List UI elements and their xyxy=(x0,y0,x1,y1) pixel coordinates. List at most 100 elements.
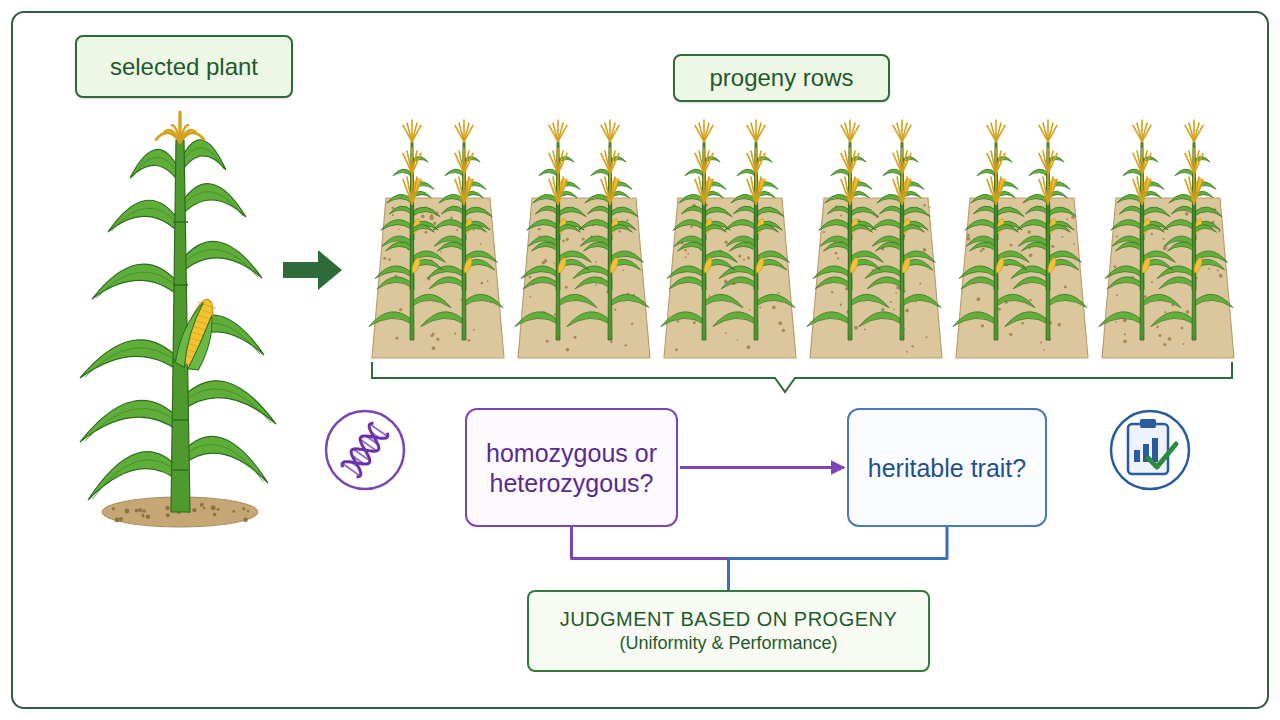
corn-leaf xyxy=(180,184,246,217)
soil-grain xyxy=(582,237,585,240)
soil-grain xyxy=(980,250,983,253)
corn-leaf xyxy=(412,294,451,307)
corn-leaf xyxy=(412,207,440,217)
corn-leaf xyxy=(567,312,610,327)
soil-grain xyxy=(998,308,1001,311)
soil-grain xyxy=(562,239,565,242)
soil-grain xyxy=(1124,333,1126,335)
soil-grain xyxy=(1217,269,1219,271)
corn-leaf xyxy=(130,149,180,184)
soil-grain xyxy=(543,259,547,263)
soil-grain xyxy=(566,238,569,241)
soil-grain xyxy=(981,324,984,327)
corn-leaf xyxy=(610,207,638,217)
soil-grain xyxy=(138,508,142,512)
corn-tassel xyxy=(902,179,911,203)
corn-leaf xyxy=(1151,312,1194,327)
connector xyxy=(572,527,729,590)
soil-grain xyxy=(618,230,620,232)
corn-leaf xyxy=(464,207,492,217)
leaf-vein xyxy=(180,148,224,169)
corn-ear xyxy=(608,257,619,274)
soil-grain xyxy=(1219,274,1223,278)
soil-grain xyxy=(243,517,248,522)
soil-grain xyxy=(743,259,745,261)
question-box: heritable trait? xyxy=(847,408,1047,527)
soil-grain xyxy=(778,321,782,325)
soil-grain xyxy=(1180,326,1183,329)
soil-grain xyxy=(529,296,531,298)
corn-leaf xyxy=(673,220,704,231)
corn-leaf xyxy=(523,277,558,289)
soil-grain xyxy=(631,322,634,325)
soil-bed xyxy=(956,198,1088,358)
corn-leaf xyxy=(377,277,412,289)
soil-grain xyxy=(685,256,687,258)
corn-leaf xyxy=(412,224,434,232)
soil-grain xyxy=(450,216,453,219)
soil-grain xyxy=(1071,215,1075,219)
corn-tassel xyxy=(610,153,619,173)
corn-tassel xyxy=(1048,153,1057,173)
corn-leaf xyxy=(375,266,412,279)
corn-tassel xyxy=(996,179,1005,203)
corn-leaf xyxy=(1013,277,1048,289)
page-frame xyxy=(12,12,1268,708)
corn-leaf xyxy=(1194,207,1222,217)
soil-grain xyxy=(1040,342,1042,344)
soil-grain xyxy=(923,248,927,252)
soil-bed xyxy=(518,198,650,358)
soil-grain xyxy=(232,510,235,513)
corn-leaf xyxy=(685,169,704,177)
corn-tassel xyxy=(610,179,619,203)
soil-grain xyxy=(211,505,216,510)
soil-grain xyxy=(553,262,555,264)
corn-leaf xyxy=(669,277,704,289)
corn-tassel xyxy=(1142,125,1151,141)
soil-grain xyxy=(915,301,917,303)
corn-leaf xyxy=(819,220,850,231)
soil-grain xyxy=(1186,310,1190,314)
corn-tassel xyxy=(756,125,765,141)
soil-grain xyxy=(120,518,123,521)
corn-leaf xyxy=(867,277,902,289)
corn-plant xyxy=(80,112,276,527)
soil-grain xyxy=(1164,311,1166,313)
soil-grain xyxy=(1113,265,1116,268)
soil-grain xyxy=(1029,253,1033,257)
corn-tassel xyxy=(1142,153,1151,173)
progeny-row xyxy=(1099,120,1234,358)
node-text: progeny rows xyxy=(709,64,853,92)
soil-grain xyxy=(840,214,842,216)
leaf-vein xyxy=(96,272,180,298)
soil-grain xyxy=(845,287,848,290)
soil-grain xyxy=(823,231,825,233)
soil-grain xyxy=(1156,326,1159,329)
soil-grain xyxy=(135,509,139,513)
corn-leaf xyxy=(1011,266,1048,279)
soil-grain xyxy=(247,510,250,513)
corn-leaf xyxy=(1025,206,1048,214)
corn-tassel xyxy=(1194,153,1203,173)
soil-grain xyxy=(421,215,425,219)
soil-grain xyxy=(1162,238,1164,240)
soil-grain xyxy=(905,309,909,313)
corn-leaf xyxy=(1157,266,1194,279)
stalk-node xyxy=(173,221,188,223)
corn-tassel xyxy=(558,153,567,173)
progeny-row xyxy=(807,120,942,358)
corn-ear xyxy=(702,257,713,274)
section-label: progeny rows xyxy=(673,54,890,102)
soil-grain xyxy=(383,257,386,260)
soil-grain xyxy=(966,237,970,241)
corn-leaf xyxy=(875,242,902,251)
corn-leaf xyxy=(1167,242,1194,251)
corn-leaf xyxy=(539,169,558,177)
corn-leaf xyxy=(721,277,756,289)
soil-grain xyxy=(473,329,475,331)
icon-circle xyxy=(326,411,404,489)
corn-leaf xyxy=(389,206,412,214)
soil-grain xyxy=(837,257,839,259)
progeny-row xyxy=(661,120,796,358)
